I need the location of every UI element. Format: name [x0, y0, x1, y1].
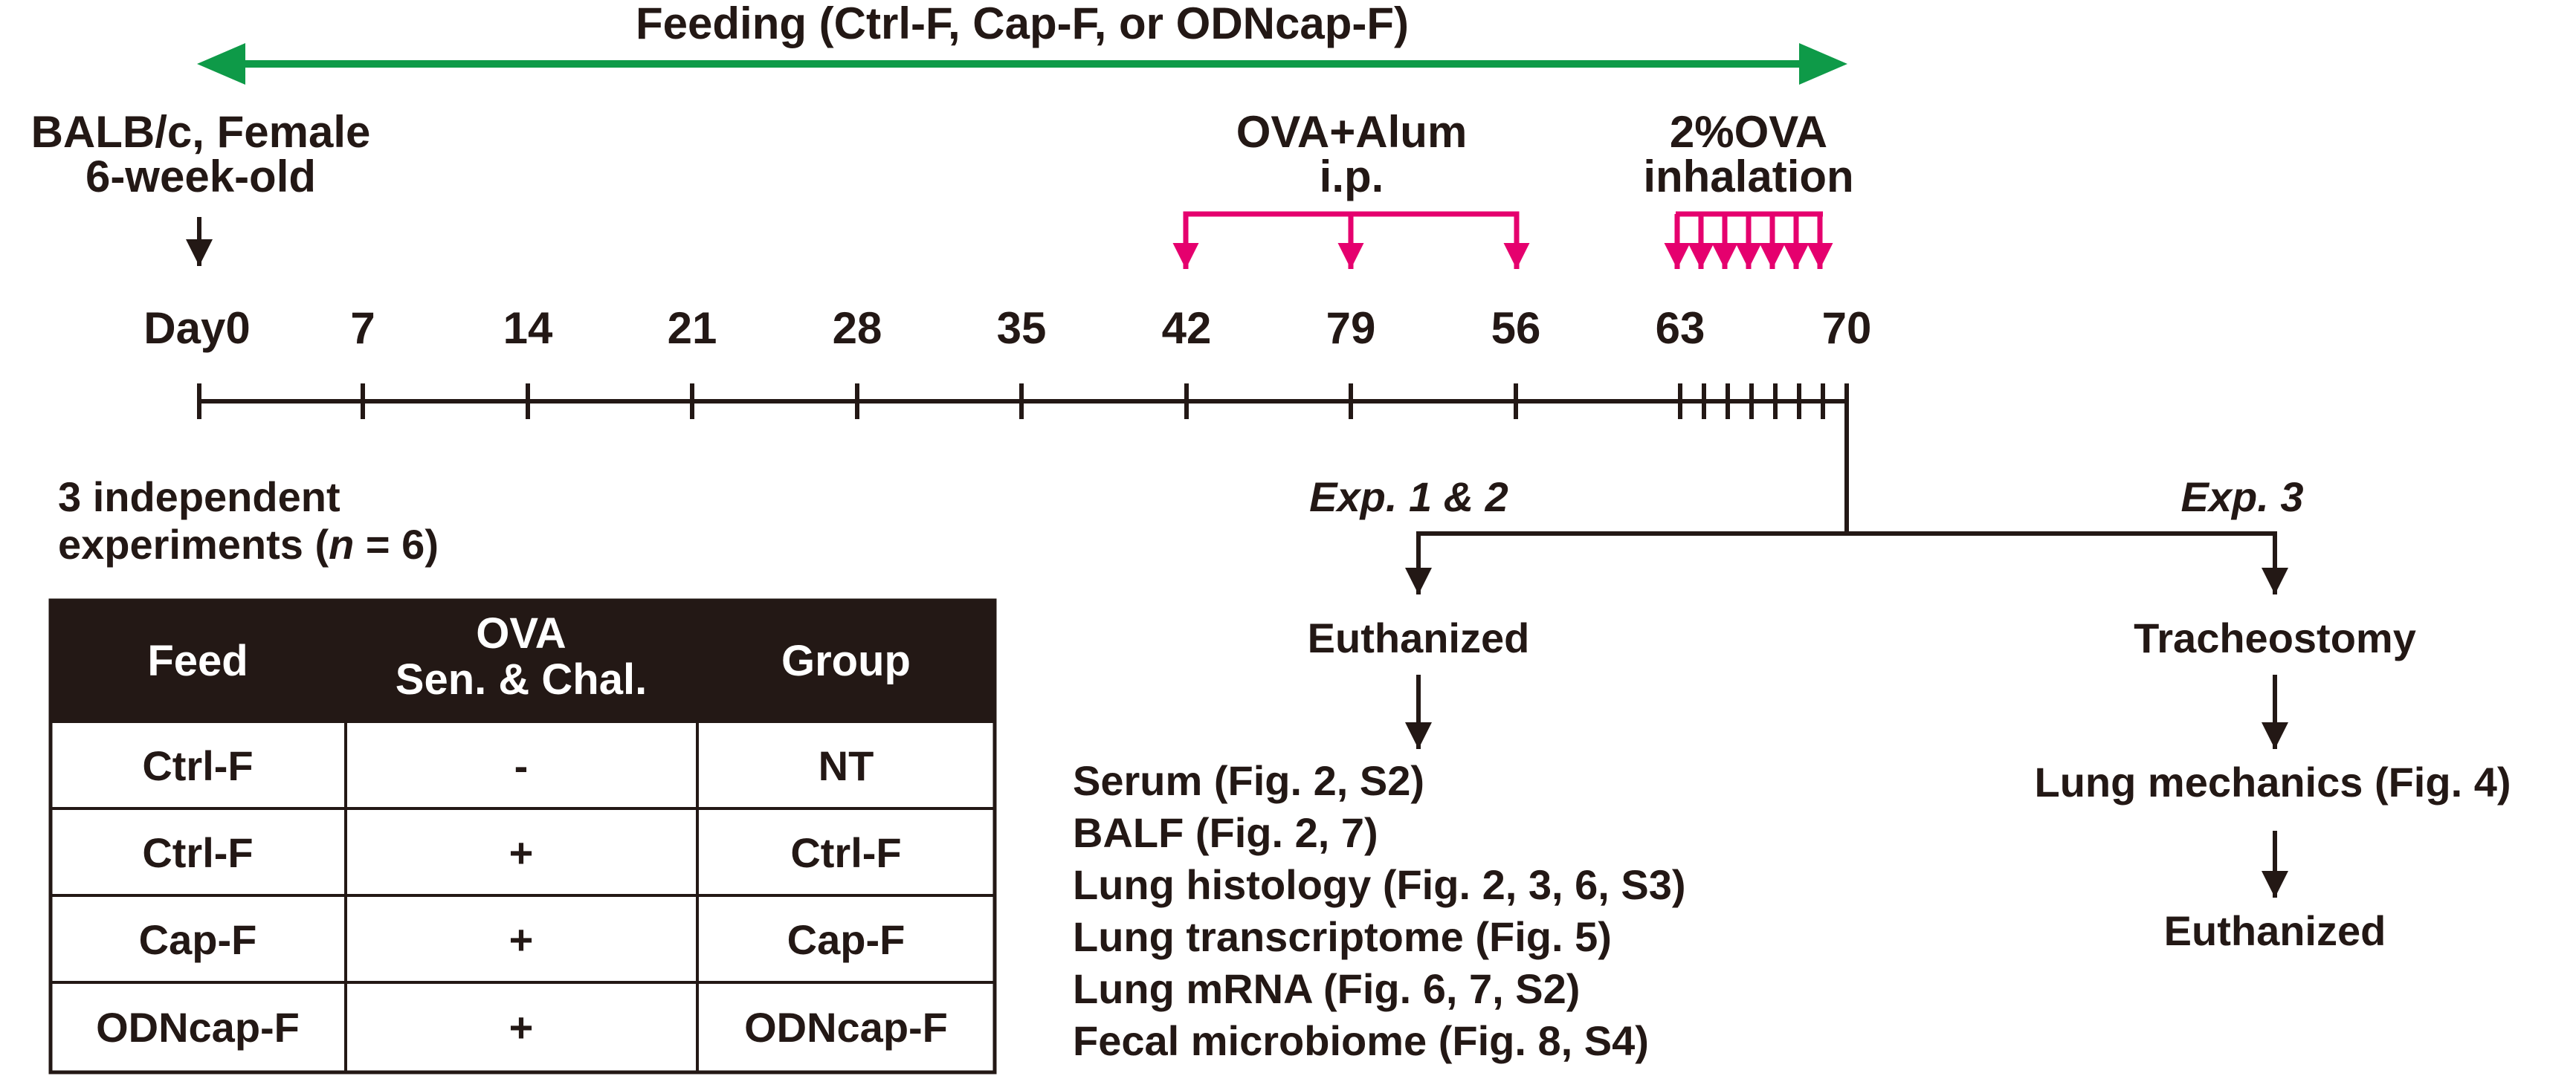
table-cell: Cap-F [139, 916, 257, 963]
table-cell: NT [819, 742, 874, 789]
mouse-age-label: 6-week-old [85, 152, 316, 201]
table-header-group: Group [781, 637, 911, 685]
inhalation-bracket [1664, 211, 1833, 269]
table-cell: + [509, 829, 534, 876]
sensitization-label: OVA+Alum [1236, 107, 1468, 157]
output-item: Fecal microbiome (Fig. 8, S4) [1073, 1017, 1649, 1064]
experiments-note-line1: 3 independent [58, 473, 340, 520]
group-table: Feed OVA Sen. & Chal. Group Ctrl-F - NT … [48, 598, 997, 1075]
day-label: 79 [1326, 303, 1376, 353]
sensitization-route-label: i.p. [1320, 152, 1384, 201]
table-cell: Ctrl-F [790, 829, 901, 876]
table-header-background [51, 600, 995, 723]
day-label: 21 [668, 303, 717, 353]
table-frame [48, 598, 997, 1075]
exp12-outputs: Serum (Fig. 2, S2) BALF (Fig. 2, 7) Lung… [1073, 757, 1686, 1064]
day-label: Day0 [143, 303, 250, 353]
feeding-label: Feeding (Ctrl-F, Cap-F, or ODNcap-F) [636, 0, 1409, 48]
branch-connector [1405, 419, 2288, 594]
day-label: 56 [1491, 303, 1541, 353]
exp12-euthanized: Euthanized [1308, 615, 1530, 661]
table-cell: ODNcap-F [744, 1004, 948, 1051]
table-cell: Ctrl-F [142, 742, 253, 789]
experiments-note-line2: experiments (n = 6) [58, 521, 439, 568]
exp3-lung-mechanics: Lung mechanics (Fig. 4) [2035, 759, 2511, 806]
day-label: 42 [1162, 303, 1212, 353]
exp3-label: Exp. 3 [2181, 473, 2304, 520]
table-cell: - [514, 742, 529, 789]
output-item: Lung mRNA (Fig. 6, 7, S2) [1073, 965, 1580, 1012]
day-label: 70 [1822, 303, 1872, 353]
table-cell: + [509, 1004, 534, 1051]
exp12-label: Exp. 1 & 2 [1309, 473, 1508, 520]
exp3-euthanized: Euthanized [2164, 907, 2386, 954]
day-label: 63 [1656, 303, 1705, 353]
output-item: BALF (Fig. 2, 7) [1073, 809, 1378, 856]
timeline-day-labels: Day0 7 14 21 28 35 42 79 56 63 70 [143, 303, 1871, 353]
mouse-strain-label: BALB/c, Female [31, 107, 371, 157]
day-label: 28 [833, 303, 882, 353]
output-item: Lung histology (Fig. 2, 3, 6, S3) [1073, 861, 1686, 908]
table-cell: Cap-F [787, 916, 906, 963]
output-item: Serum (Fig. 2, S2) [1073, 757, 1424, 804]
table-header-ova: OVA [476, 609, 566, 658]
table-header-ova-sub: Sen. & Chal. [396, 655, 647, 704]
inhalation-route-label: inhalation [1643, 152, 1853, 201]
table-cell: Ctrl-F [142, 829, 253, 876]
timeline [197, 383, 1849, 419]
table-header-feed: Feed [147, 637, 248, 685]
output-item: Lung transcriptome (Fig. 5) [1073, 913, 1612, 960]
day-label: 14 [503, 303, 553, 353]
table-cell: ODNcap-F [96, 1004, 300, 1051]
feeding-arrow [197, 43, 1847, 85]
table-cell: + [509, 916, 534, 963]
exp3-tracheostomy: Tracheostomy [2134, 615, 2416, 661]
day-label: 35 [997, 303, 1047, 353]
inhalation-label: 2%OVA [1670, 107, 1827, 157]
sensitization-bracket [1172, 211, 1530, 269]
day-label: 7 [350, 303, 375, 353]
